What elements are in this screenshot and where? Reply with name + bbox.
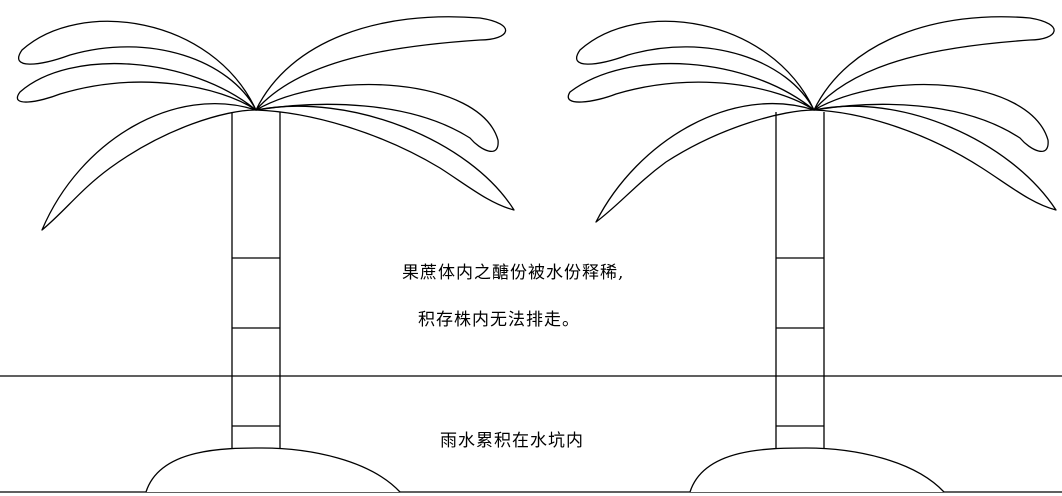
left-ground-mound — [145, 447, 401, 493]
frond — [255, 83, 499, 152]
rainwater-accumulation-text: 雨水累积在水坑内 — [440, 431, 584, 451]
frond — [813, 105, 1057, 211]
left-palm-trunk — [231, 112, 281, 492]
right-ground-mound — [689, 447, 945, 493]
frond — [595, 102, 815, 223]
frond — [567, 63, 815, 111]
left-palm — [16, 16, 515, 493]
frond — [576, 20, 815, 111]
right-palm-trunk — [775, 112, 825, 492]
right-palm — [567, 16, 1057, 493]
frond — [41, 102, 257, 231]
frond — [813, 16, 1055, 111]
cannot-drain-text: 积存株内无法排走。 — [418, 310, 580, 330]
frond — [813, 83, 1049, 152]
left-palm-fronds — [16, 16, 515, 231]
frond — [16, 63, 257, 111]
frond — [18, 20, 257, 111]
frond — [255, 16, 507, 111]
frond — [255, 105, 515, 211]
right-palm-fronds — [567, 16, 1057, 223]
sugar-dilution-text: 果蔗体内之醣份被水份释稀, — [402, 263, 625, 283]
